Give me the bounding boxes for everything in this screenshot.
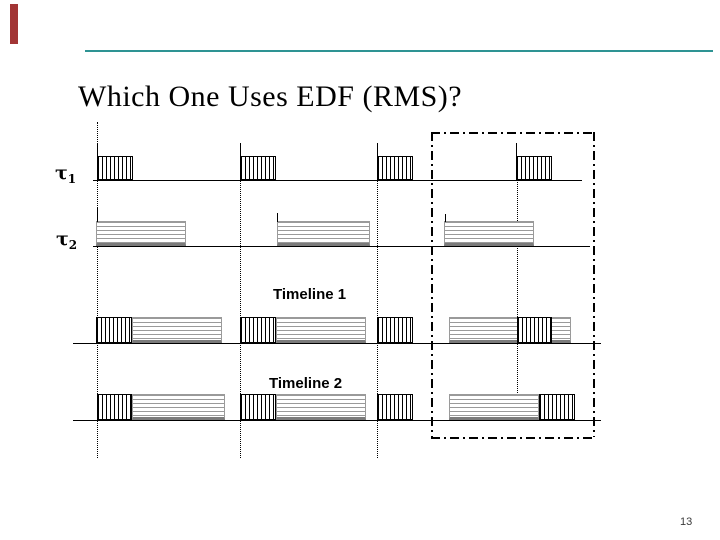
task2-label: τ2 xyxy=(56,228,78,252)
release-tick xyxy=(277,213,278,222)
tau1-execution-block xyxy=(97,156,133,180)
task1-label: τ1 xyxy=(55,162,77,186)
release-tick xyxy=(516,143,517,156)
timeline2-execution-block xyxy=(97,394,132,420)
timeline1-execution-block xyxy=(96,317,132,343)
release-tick xyxy=(445,214,446,222)
tau2-axis xyxy=(93,246,590,247)
tau1-execution-block xyxy=(516,156,552,180)
timeline2-label: Timeline 2 xyxy=(269,375,343,392)
highlight-box-right xyxy=(593,132,595,437)
timeline1-execution-block xyxy=(449,317,571,343)
highlight-box-left xyxy=(431,132,433,437)
highlight-box-bottom xyxy=(431,437,595,439)
release-tick xyxy=(97,143,98,156)
timeline1-execution-block xyxy=(240,317,276,343)
timeline1-axis xyxy=(73,343,601,344)
timeline2-execution-block xyxy=(240,394,276,420)
tau1-axis xyxy=(93,180,582,181)
timeline1-label: Timeline 1 xyxy=(273,286,347,303)
timeline2-execution-block xyxy=(539,394,575,420)
timeline2-execution-block xyxy=(449,394,539,420)
title-divider-rule xyxy=(85,50,713,52)
timeline1-execution-block xyxy=(276,317,366,343)
timeline2-axis xyxy=(73,420,601,421)
timeline2-execution-block xyxy=(276,394,366,420)
release-tick xyxy=(377,143,378,156)
timeline1-execution-block xyxy=(377,317,413,343)
timeline1-execution-block xyxy=(517,317,552,343)
period-marker-line xyxy=(97,122,98,458)
tau1-execution-block xyxy=(240,156,276,180)
tau2-execution-block xyxy=(96,221,186,246)
tau2-execution-block xyxy=(444,221,534,246)
highlight-box-top xyxy=(431,132,595,134)
page-number: 13 xyxy=(680,516,693,528)
slide-accent-bar xyxy=(10,4,18,44)
tau2-execution-block xyxy=(277,221,370,246)
release-tick xyxy=(97,208,98,222)
slide-title: Which One Uses EDF (RMS)? xyxy=(78,80,463,113)
release-tick xyxy=(240,143,241,156)
timeline2-execution-block xyxy=(377,394,413,420)
timeline1-execution-block xyxy=(132,317,222,343)
period-marker-line xyxy=(517,180,518,395)
tau1-execution-block xyxy=(377,156,413,180)
timeline2-execution-block xyxy=(132,394,225,420)
